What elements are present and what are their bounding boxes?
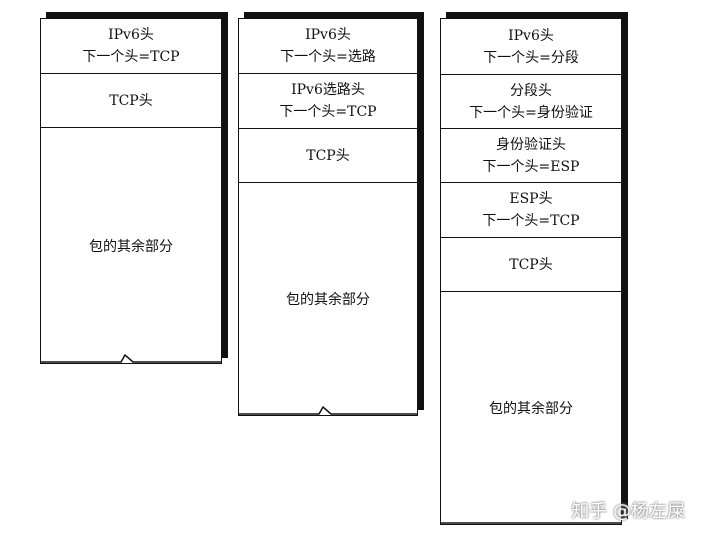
ipv6-header-segment: IPv6头 下一个头=选路 [239,19,417,74]
segment-title: ESP头 [509,191,553,207]
authentication-header-segment: 身份验证头 下一个头=ESP [441,129,621,183]
ipv6-routing-header-segment: IPv6选路头 下一个头=TCP [239,74,417,129]
torn-edge [441,522,621,524]
packet-rest: 包的其余部分 [41,128,221,363]
segment-next-header: 下一个头=TCP [82,49,180,65]
segment-next-header: 下一个头=ESP [482,158,580,175]
tcp-header-segment: TCP头 [239,129,417,183]
packet-rest: 包的其余部分 [441,292,621,524]
fragment-header-segment: 分段头 下一个头=身份验证 [441,75,621,129]
segment-title: IPv6头 [508,27,554,44]
segment-title: 分段头 [510,82,552,99]
segment-next-header: 下一个头=分段 [483,49,579,66]
segment-title: TCP头 [109,92,153,109]
segment-next-header: 下一个头=选路 [280,49,376,65]
packet-column-1: IPv6头 下一个头=TCP TCP头 包的其余部分 [40,18,222,364]
segment-next-header: 下一个头=身份验证 [469,104,593,121]
packet-rest-label: 包的其余部分 [489,401,573,417]
torn-edge [41,353,221,363]
segment-title: 身份验证头 [496,136,566,153]
ipv6-header-segment: IPv6头 下一个头=分段 [441,19,621,75]
packet-column-2: IPv6头 下一个头=选路 IPv6选路头 下一个头=TCP TCP头 包的其余… [238,18,418,416]
segment-next-header: 下一个头=TCP [482,213,580,229]
tcp-header-segment: TCP头 [441,238,621,292]
segment-title: IPv6头 [305,27,351,43]
packet-column-3: IPv6头 下一个头=分段 分段头 下一个头=身份验证 身份验证头 下一个头=E… [440,18,622,525]
esp-header-segment: ESP头 下一个头=TCP [441,183,621,238]
watermark: 知乎 @杨左屎 [571,501,685,522]
segment-title: IPv6选路头 [291,82,365,98]
segment-title: IPv6头 [108,27,154,43]
packet-rest-label: 包的其余部分 [89,238,173,255]
packet-rest: 包的其余部分 [239,183,417,415]
ipv6-header-segment: IPv6头 下一个头=TCP [41,19,221,74]
tcp-header-segment: TCP头 [41,74,221,128]
segment-next-header: 下一个头=TCP [279,104,377,120]
packet-rest-label: 包的其余部分 [286,292,370,308]
segment-title: TCP头 [306,147,350,164]
segment-title: TCP头 [509,256,553,273]
torn-edge [239,405,417,415]
